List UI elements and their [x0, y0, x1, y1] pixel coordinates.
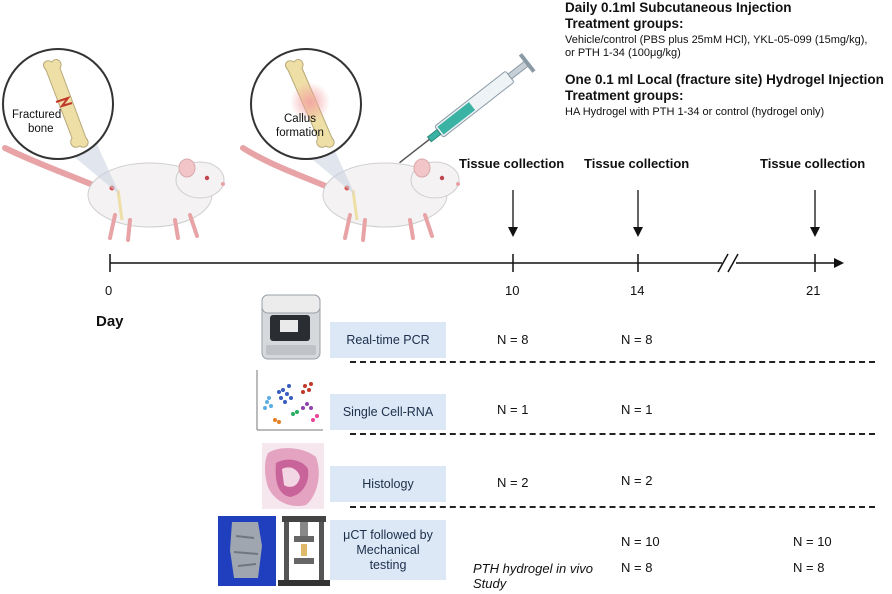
n-histology-day10: N = 2 — [497, 475, 529, 490]
row-separator — [350, 361, 875, 363]
daily-groups-line2: or PTH 1-34 (100μg/kg) — [565, 47, 681, 59]
timeline-svg — [109, 190, 844, 273]
callus-bone-icon — [285, 59, 335, 148]
assay-box-realtime-pcr: Real-time PCR — [330, 322, 446, 358]
pcr-machine-icon — [261, 294, 321, 360]
tick-label-day21: 21 — [806, 283, 821, 298]
tissue-collection-day10: Tissue collection — [459, 156, 565, 171]
daily-groups-label: Treatment groups: — [565, 16, 684, 31]
fractured-bone-circle: Fractured bone — [2, 48, 114, 160]
assay-label-microct-line1: μCT followed by — [343, 527, 433, 542]
n-microct-day14: N = 10 — [621, 534, 660, 549]
n-histology-day14: N = 2 — [621, 473, 653, 488]
callus-formation-circle: Callus formation — [250, 48, 362, 160]
rat-illustration-1 — [2, 145, 225, 242]
day-axis-label: Day — [96, 313, 124, 330]
assay-label-single-cell-rna: Single Cell-RNA — [342, 404, 434, 419]
hydrogel-study-line2: Study — [473, 576, 507, 591]
local-injection-title: One 0.1 ml Local (fracture site) Hydroge… — [565, 72, 884, 87]
syringe-icon — [399, 53, 536, 164]
mechanical-tester-icon — [278, 516, 330, 586]
hydrogel-study-label: PTH hydrogel in vivo Study — [473, 561, 593, 591]
n-microct-day21: N = 10 — [793, 534, 832, 549]
axis-break-mark — [727, 253, 739, 273]
assay-label-microct-line3: testing — [369, 557, 407, 572]
row-separator — [350, 433, 875, 435]
row-separator — [350, 506, 875, 508]
n-scrna-day14: N = 1 — [621, 402, 653, 417]
assay-label-microct-line2: Mechanical — [356, 542, 420, 557]
tissue-collection-day14: Tissue collection — [584, 156, 690, 171]
assay-box-microct-mechanical: μCT followed by Mechanical testing — [330, 520, 446, 580]
scrna-cluster-plot-icon — [256, 370, 323, 431]
n-hydrogel-day14: N = 8 — [621, 560, 653, 575]
rat-illustration-2 — [240, 145, 460, 242]
axis-break-mark — [717, 253, 729, 273]
callus-label-line1: Callus — [284, 113, 316, 125]
n-scrna-day10: N = 1 — [497, 402, 529, 417]
n-pcr-day10: N = 8 — [497, 332, 529, 347]
assay-box-histology: Histology — [330, 466, 446, 502]
assay-label-histology: Histology — [362, 476, 414, 491]
axis-break-gap — [722, 258, 736, 268]
fractured-label-line2: bone — [28, 123, 54, 135]
local-groups-line1: HA Hydrogel with PTH 1-34 or control (hy… — [565, 106, 825, 118]
n-hydrogel-day21: N = 8 — [793, 560, 825, 575]
tick-label-day14: 14 — [630, 283, 645, 298]
callus-label-line2: formation — [276, 127, 324, 139]
local-groups-label: Treatment groups: — [565, 88, 684, 103]
daily-groups-line1: Vehicle/control (PBS plus 25mM HCl), YKL… — [565, 34, 868, 46]
fractured-label-line1: Fractured — [12, 109, 62, 121]
rat-tail — [240, 145, 338, 193]
n-pcr-day14: N = 8 — [621, 332, 653, 347]
assay-label-realtime-pcr: Real-time PCR — [346, 332, 430, 347]
tissue-collection-day21: Tissue collection — [760, 156, 866, 171]
tick-label-day0: 0 — [105, 283, 113, 298]
hydrogel-study-line1: PTH hydrogel in vivo — [473, 561, 593, 576]
tick-label-day10: 10 — [505, 283, 520, 298]
assay-box-single-cell-rna: Single Cell-RNA — [330, 394, 446, 430]
histology-image-icon — [262, 443, 324, 509]
micro-ct-image-icon — [218, 516, 276, 586]
daily-injection-title: Daily 0.1ml Subcutaneous Injection — [565, 0, 792, 15]
fractured-bone-icon — [43, 59, 89, 148]
